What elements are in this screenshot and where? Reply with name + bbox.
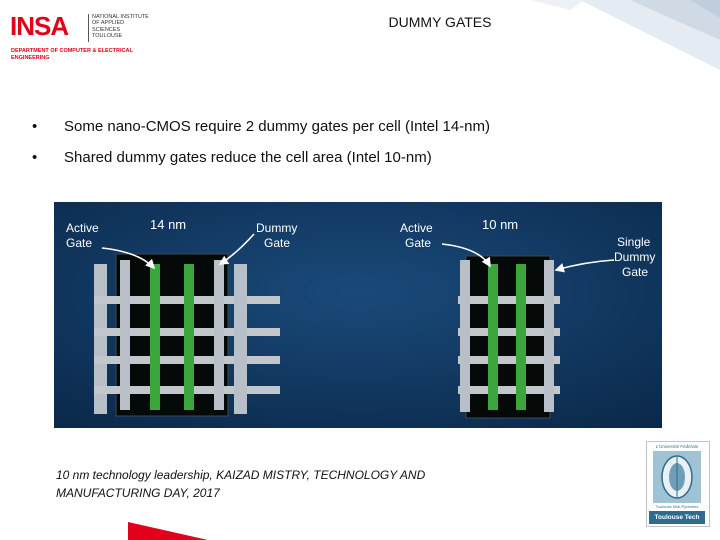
dummy-gate xyxy=(460,260,470,412)
fin xyxy=(458,296,560,304)
bullet-text: Shared dummy gates reduce the cell area … xyxy=(64,149,432,166)
dummy-gate xyxy=(120,260,130,410)
bullet-list: • Some nano-CMOS require 2 dummy gates p… xyxy=(32,118,652,180)
active-gate xyxy=(184,264,194,410)
logo-institute-text: National Institute of Applied Sciences T… xyxy=(92,14,149,40)
cell-10nm xyxy=(458,255,560,419)
dummy-gate-outer xyxy=(234,264,247,414)
logo-line: National Institute xyxy=(92,14,149,20)
cell-14nm xyxy=(94,253,280,417)
bullet-symbol: • xyxy=(32,149,38,166)
figure-caption: 10 nm technology leadership, KAIZAD MIST… xyxy=(56,466,476,502)
fin xyxy=(458,386,560,394)
corner-decoration xyxy=(530,0,720,70)
fin xyxy=(458,356,560,364)
toulouse-tech-badge: L'Université Fédérale Toulouse Midi-Pyré… xyxy=(646,441,710,527)
dummy-gate xyxy=(544,260,554,412)
logo-line: of Applied xyxy=(92,20,125,27)
caption-line: MANUFACTURING DAY, 2017 xyxy=(56,486,220,500)
caption-line: 10 nm technology leadership, KAIZAD MIST… xyxy=(56,468,426,482)
logo-line: Sciences xyxy=(92,26,121,33)
insa-logo: INSA National Institute of Applied Scien… xyxy=(8,10,158,65)
label-14nm: 14 nm xyxy=(150,217,186,232)
red-decoration xyxy=(128,522,208,540)
logo-mark: INSA xyxy=(10,11,69,41)
badge-top-text: L'Université Fédérale xyxy=(655,444,699,449)
badge-emblem xyxy=(653,451,701,503)
bullet-item: • Some nano-CMOS require 2 dummy gates p… xyxy=(32,118,652,149)
active-gate xyxy=(516,264,526,410)
department-text: Department of Computer & Electrical Engi… xyxy=(11,48,133,62)
bullet-item: • Shared dummy gates reduce the cell are… xyxy=(32,149,652,180)
logo-line: Toulouse xyxy=(92,33,123,40)
arrow-single-dummy-gate xyxy=(554,259,615,273)
arrow-active-gate-left xyxy=(101,247,156,270)
badge-line-text: Toulouse Midi-Pyrénées xyxy=(655,504,699,509)
department-line: Engineering xyxy=(11,55,50,61)
arrow-active-gate-right xyxy=(441,243,491,268)
dummy-gate xyxy=(214,260,224,410)
logo-separator xyxy=(88,14,89,42)
label-10nm: 10 nm xyxy=(482,217,518,232)
department-line: Department of Computer & Electrical xyxy=(11,48,133,54)
bullet-symbol: • xyxy=(32,118,38,135)
badge-footer: Toulouse Tech xyxy=(649,511,705,524)
arrow-dummy-gate xyxy=(218,233,255,265)
active-gate xyxy=(150,264,160,410)
slide-title: DUMMY GATES xyxy=(388,14,492,30)
fin xyxy=(458,328,560,336)
active-gate xyxy=(488,264,498,410)
bullet-text: Some nano-CMOS require 2 dummy gates per… xyxy=(64,118,491,135)
